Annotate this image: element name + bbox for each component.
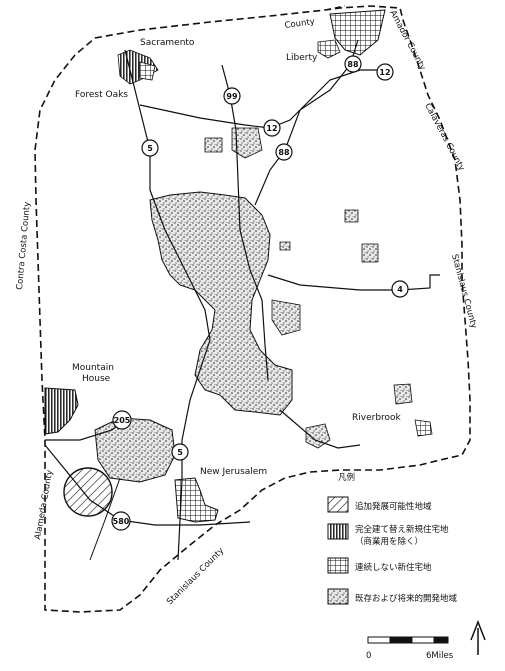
vertical-area-sacramento-2 (139, 61, 156, 81)
grid-area-riverbrook (414, 419, 433, 437)
route-shield-88-south: 88 (275, 143, 293, 161)
scale-start-label: 0 (366, 651, 371, 661)
stipple-area-manteca (94, 417, 176, 483)
svg-text:12: 12 (379, 68, 390, 77)
legend: 凡例 追加発展可能性地域 完全建て替え新規住宅地 （商業用を除く） 連続しない新… (327, 472, 458, 605)
stipple-area-small-2 (361, 243, 379, 263)
route-shield-4: 4 (391, 280, 409, 298)
svg-text:88: 88 (278, 148, 290, 157)
stipple-area-north-2 (204, 137, 223, 153)
legend-label-vertical: 完全建て替え新規住宅地 (355, 524, 449, 535)
legend-swatch-stipple (327, 588, 349, 605)
highway-580 (44, 444, 251, 526)
svg-text:99: 99 (226, 92, 238, 101)
legend-swatch-diagonal (327, 496, 349, 513)
county-label-alameda: Alameda County (33, 469, 55, 540)
stipple-area-small-1 (344, 209, 359, 223)
highway-99 (221, 64, 269, 381)
route-shield-12-west: 12 (263, 119, 281, 137)
place-label-sacramento: Sacramento (140, 38, 195, 48)
legend-label-grid: 連続しない新住宅地 (355, 562, 432, 573)
route-shield-5-north: 5 (141, 139, 159, 157)
vertical-area-mountain-house (44, 387, 79, 435)
route-shield-88-north: 88 (344, 55, 362, 73)
route-shield-12-east: 12 (376, 63, 394, 81)
legend-title: 凡例 (338, 472, 355, 483)
svg-text:580: 580 (113, 517, 130, 526)
route-shield-205: 205 (112, 410, 132, 430)
highway-12 (139, 69, 390, 129)
stipple-area-small-3 (279, 241, 291, 251)
grid-area-new-jerusalem (174, 477, 219, 523)
stipple-area-east-patch (271, 299, 301, 336)
stipple-area-north-lodi (231, 127, 263, 159)
diagonal-area-circle (63, 467, 113, 517)
place-label-mountain: Mountain (72, 363, 114, 373)
legend-swatch-grid (327, 557, 349, 574)
stipple-area-riverbrook (393, 383, 413, 405)
legend-swatch-vertical (327, 523, 349, 540)
route-shield-99: 99 (223, 87, 241, 105)
svg-text:4: 4 (397, 285, 403, 294)
svg-text:205: 205 (114, 416, 131, 425)
place-label-new-jerusalem: New Jerusalem (200, 467, 267, 477)
route-shield-580: 580 (111, 511, 131, 531)
grid-area-liberty (317, 39, 341, 59)
grid-area-amador (329, 9, 386, 56)
county-boundary-north (324, 5, 346, 11)
place-label-house: House (82, 374, 111, 384)
stipple-area-main-city (149, 191, 293, 416)
highway-5 (124, 49, 211, 561)
svg-text:5: 5 (147, 144, 153, 153)
county-label-stanislaus-bottom: Stanislaus County (165, 546, 226, 607)
place-label-forest-oaks: Forest Oaks (75, 90, 128, 100)
county-label-stanislaus-right: Stanislaus County (449, 253, 478, 329)
county-label-contra-costa: Contra Costa County (15, 201, 33, 290)
north-arrow: N (470, 619, 486, 655)
county-boundary (34, 5, 471, 613)
svg-text:88: 88 (347, 60, 359, 69)
legend-label-stipple: 既存および将来的開発地域 (355, 593, 458, 604)
stipple-area-ripon (305, 423, 331, 449)
highway-diagonal-southeast (279, 409, 361, 449)
svg-text:5: 5 (177, 448, 183, 457)
legend-label-vertical-sub: （商業用を除く） (355, 536, 423, 547)
legend-label-diagonal: 追加発展可能性地域 (355, 501, 432, 512)
county-label-amador-top: County (284, 17, 315, 31)
place-label-liberty: Liberty (286, 53, 318, 63)
county-label-calaveras: Calaveras County (422, 102, 466, 173)
place-label-riverbrook: Riverbrook (352, 413, 402, 423)
scale-end-label: 6Miles (426, 651, 454, 661)
scale-bar: 0 6Miles (366, 636, 454, 661)
county-label-amador-right: Amador County (387, 9, 427, 72)
svg-text:12: 12 (266, 124, 277, 133)
highway-diagonal-southwest (89, 477, 121, 561)
route-shield-5-south: 5 (171, 443, 189, 461)
highway-4 (267, 274, 440, 291)
